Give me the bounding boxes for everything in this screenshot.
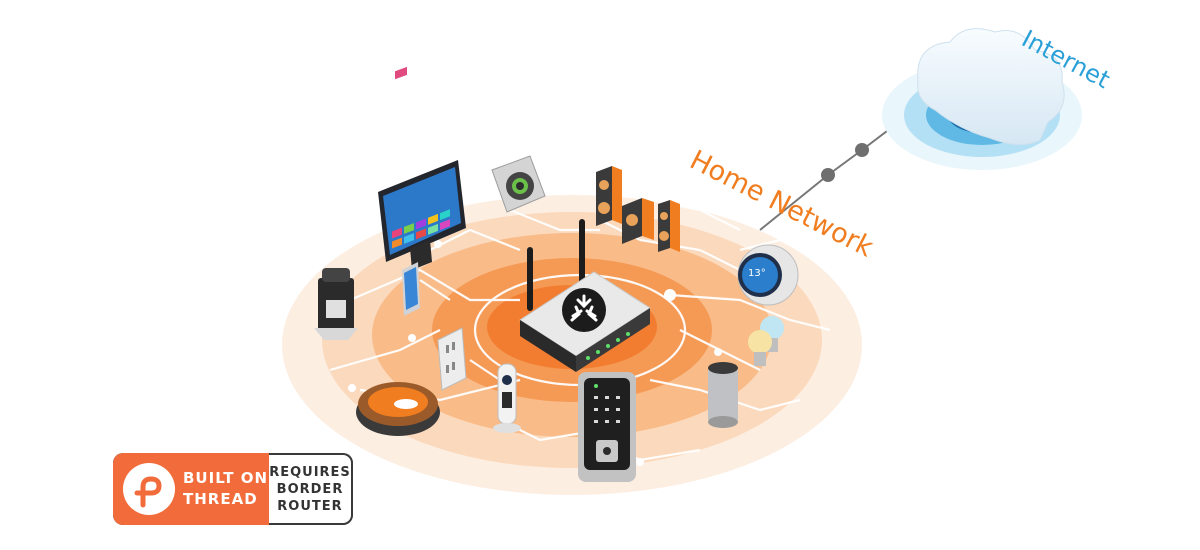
built-on-thread-badge: BUILT ON THREAD REQUIRES BORDER ROUTER bbox=[113, 453, 353, 525]
network-connections bbox=[329, 198, 831, 462]
badge-thread: THREAD bbox=[183, 490, 258, 508]
display-temperature: 13° bbox=[748, 268, 766, 279]
door-lock-device bbox=[578, 372, 636, 482]
smart-display-device: 13° bbox=[737, 244, 799, 306]
coffee-maker-device bbox=[314, 268, 358, 340]
cloud-icon bbox=[882, 28, 1082, 170]
smart-tv-device bbox=[378, 66, 466, 270]
badge-left-text: BUILT ON THREAD bbox=[183, 468, 268, 510]
badge-built-on: BUILT ON bbox=[183, 469, 269, 487]
thermostat-device bbox=[491, 155, 546, 213]
router-device bbox=[519, 219, 651, 372]
camera-device bbox=[493, 363, 521, 433]
robot-vacuum-device bbox=[356, 382, 440, 436]
smart-bulbs-device bbox=[748, 316, 784, 366]
badge-border: BORDER bbox=[276, 481, 344, 497]
badge-router: ROUTER bbox=[277, 498, 343, 514]
badge-requires: REQUIRES bbox=[269, 464, 351, 480]
smart-speaker-device bbox=[708, 362, 738, 428]
matter-logo-icon bbox=[570, 294, 598, 322]
badge-right-panel: REQUIRES BORDER ROUTER bbox=[269, 453, 353, 525]
phone-device bbox=[402, 262, 420, 316]
thread-logo-icon bbox=[123, 463, 175, 515]
outlet-device bbox=[437, 327, 467, 391]
badge-left-panel: BUILT ON THREAD bbox=[113, 453, 269, 525]
speakers-device bbox=[596, 166, 680, 252]
badge-right-text: REQUIRES BORDER ROUTER bbox=[269, 464, 351, 515]
